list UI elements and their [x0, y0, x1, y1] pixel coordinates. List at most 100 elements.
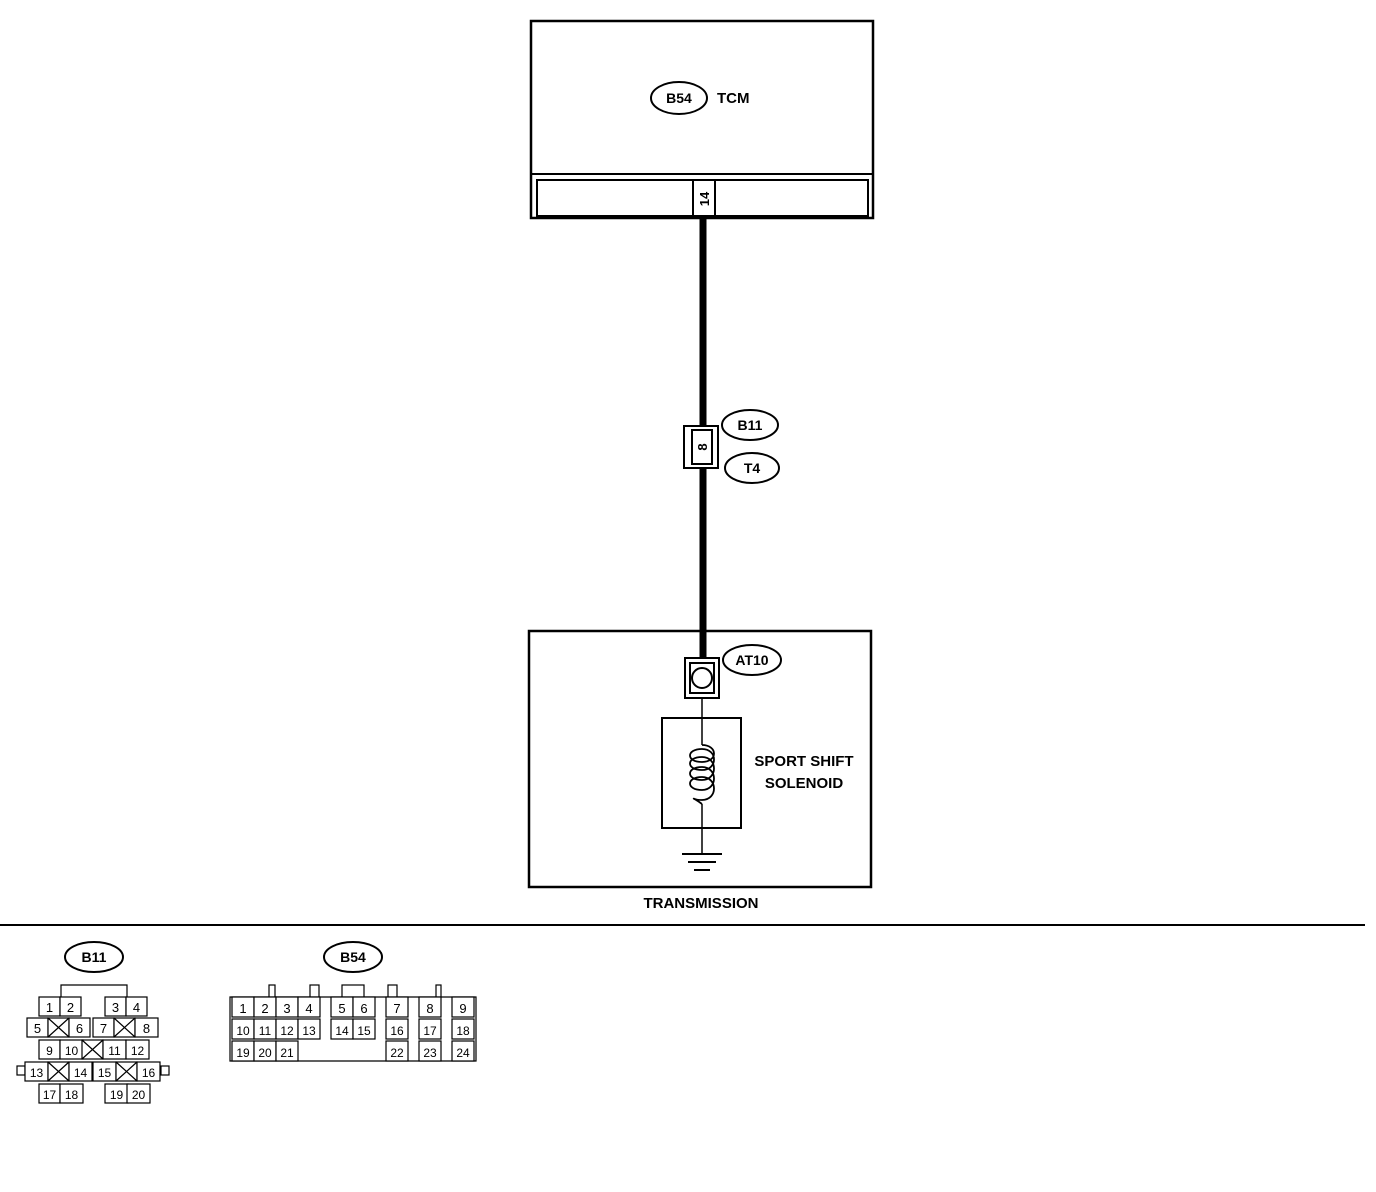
b54-pin-3: 3 [275, 996, 299, 1018]
b54-pin-20: 20 [253, 1040, 277, 1062]
tcm-connector-code: B54 [666, 90, 692, 106]
b11-pin-5-label: 5 [34, 1021, 41, 1036]
b11-pin-1: 1 [38, 996, 61, 1017]
b11-blank-cell [113, 1017, 136, 1038]
b11-pin-16-label: 16 [142, 1066, 156, 1080]
b11-pin-6-label: 6 [76, 1021, 83, 1036]
b11-pin-17-label: 17 [43, 1088, 57, 1102]
joint-connector: 8 B11 T4 [683, 409, 780, 484]
b54-pin-13: 13 [297, 1018, 321, 1040]
b54-pin-15-label: 15 [357, 1024, 371, 1038]
b54-pin-20-label: 20 [258, 1046, 272, 1060]
b54-pin-24: 24 [451, 1040, 475, 1062]
b54-pin-11: 11 [253, 1018, 277, 1040]
b54-pin-7: 7 [385, 996, 409, 1018]
b54-pin-9: 9 [451, 996, 475, 1018]
solenoid-label-line1: SPORT SHIFT [754, 753, 853, 770]
b11-pin-10-label: 10 [65, 1044, 79, 1058]
b54-pin-16-label: 16 [390, 1024, 404, 1038]
b11-pin-13: 13 [24, 1061, 49, 1082]
b11-blank-cell [47, 1017, 70, 1038]
b11-pin-8-label: 8 [143, 1021, 150, 1036]
b54-pin-22-label: 22 [390, 1046, 404, 1060]
b11-pin-12-label: 12 [131, 1044, 145, 1058]
b54-pin-6: 6 [352, 996, 376, 1018]
transmission-label: TRANSMISSION [643, 895, 758, 912]
b54-pin-11-label: 11 [259, 1024, 272, 1038]
b54-pin-1: 1 [231, 996, 255, 1018]
b54-pin-24-label: 24 [456, 1046, 470, 1060]
b54-pin-4-label: 4 [305, 1001, 312, 1016]
b11-blank-cell [81, 1039, 104, 1060]
b54-pin-6-label: 6 [360, 1001, 367, 1016]
b11-pin-6: 6 [68, 1017, 91, 1038]
b11-blank-cell [115, 1061, 138, 1082]
b54-pin-5: 5 [330, 996, 354, 1018]
tcm-pin-14: 14 [697, 191, 712, 206]
b11-pin-9: 9 [38, 1039, 61, 1060]
b54-pin-19: 19 [231, 1040, 255, 1062]
b54-pin-16: 16 [385, 1018, 409, 1040]
tcm-label: TCM [717, 90, 750, 107]
b11-pin-20-label: 20 [132, 1088, 146, 1102]
b11-pin-18-label: 18 [65, 1088, 79, 1102]
b54-pin-18-label: 18 [456, 1024, 470, 1038]
b11-pin-17: 17 [38, 1083, 61, 1104]
b11-pin-8: 8 [134, 1017, 159, 1038]
transmission-unit: TRANSMISSION AT10 SPORT SHIFT SOLENOID [527, 629, 873, 912]
b11-pin-3-label: 3 [112, 1000, 119, 1015]
b54-pin-8: 8 [418, 996, 442, 1018]
b11-pin-1-label: 1 [46, 1000, 53, 1015]
b54-pin-23: 23 [418, 1040, 442, 1062]
b54-pin-2: 2 [253, 996, 277, 1018]
b11-pin-10: 10 [59, 1039, 84, 1060]
b54-pin-23-label: 23 [423, 1046, 437, 1060]
b11-pin-19: 19 [104, 1083, 129, 1104]
b54-pin-15: 15 [352, 1018, 376, 1040]
b11-pin-15: 15 [92, 1061, 117, 1082]
b11-pin-11-label: 11 [108, 1044, 121, 1058]
b11-pin-9-label: 9 [46, 1044, 53, 1058]
tcm-unit: 14 B54 TCM [529, 19, 875, 220]
b54-pin-14-label: 14 [335, 1024, 349, 1038]
b54-pin-12-label: 12 [280, 1024, 294, 1038]
b11-pin-3: 3 [104, 996, 127, 1017]
b54-pin-3-label: 3 [283, 1001, 290, 1016]
ground-icon [682, 853, 722, 871]
b54-pin-17-label: 17 [423, 1024, 437, 1038]
b11-pin-14-label: 14 [74, 1066, 88, 1080]
b54-pin-1-label: 1 [239, 1001, 246, 1016]
b54-pin-12: 12 [275, 1018, 299, 1040]
b11-pin-4: 4 [125, 996, 148, 1017]
b11-pin-7-label: 7 [100, 1021, 107, 1036]
b11-pin-7: 7 [92, 1017, 115, 1038]
b11-pin-5: 5 [26, 1017, 49, 1038]
b11-pin-11: 11 [102, 1039, 127, 1060]
b11-pin-14: 14 [68, 1061, 93, 1082]
b11-pin-4-label: 4 [133, 1000, 140, 1015]
solenoid-label-line2: SOLENOID [765, 775, 844, 792]
b54-pin-8-label: 8 [426, 1001, 433, 1016]
b11-pin-12: 12 [125, 1039, 150, 1060]
b54-pin-10-label: 10 [236, 1024, 250, 1038]
b11-pin-20: 20 [126, 1083, 151, 1104]
b11-pin-16: 16 [136, 1061, 161, 1082]
b11-pin-15-label: 15 [98, 1066, 112, 1080]
b11-pin-18: 18 [59, 1083, 84, 1104]
b54-pin-7-label: 7 [393, 1001, 400, 1016]
b11-pin-13-label: 13 [30, 1066, 44, 1080]
joint-lower-code: T4 [744, 460, 761, 476]
solenoid-connector-code: AT10 [735, 652, 768, 668]
solenoid-coil [689, 744, 715, 805]
connector-b54-title: B54 [340, 949, 366, 965]
joint-upper-code: B11 [738, 417, 763, 433]
b54-pin-21-label: 21 [280, 1046, 294, 1060]
b54-pin-4: 4 [297, 996, 321, 1018]
b11-pin-2-label: 2 [67, 1000, 74, 1015]
b54-pin-13-label: 13 [302, 1024, 316, 1038]
b54-pin-17: 17 [418, 1018, 442, 1040]
b54-pin-14: 14 [330, 1018, 354, 1040]
